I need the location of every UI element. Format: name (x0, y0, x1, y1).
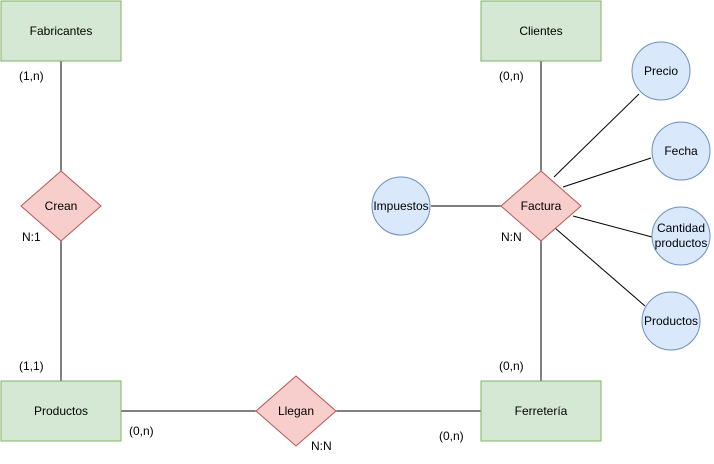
relationship-crean[interactable]: Crean (20, 170, 102, 242)
relationship-crean-label: Crean (45, 199, 78, 213)
cardinality-crean: N:1 (22, 230, 41, 244)
entity-clientes[interactable]: Clientes (480, 0, 602, 62)
attribute-cantidad-productos[interactable]: Cantidad productos (651, 206, 711, 266)
line-factura-productos-attr (554, 227, 646, 307)
cardinality-fabricantes: (1,n) (19, 69, 44, 83)
cardinality-factura: N:N (501, 230, 522, 244)
entity-productos-label: Productos (34, 404, 88, 418)
line-factura-precio (553, 93, 640, 178)
cardinality-productos-right: (0,n) (129, 424, 154, 438)
relationship-llegan-label: Llegan (278, 404, 314, 418)
attribute-precio-label: Precio (644, 64, 678, 78)
attribute-impuestos[interactable]: Impuestos (371, 176, 431, 236)
attribute-fecha-label: Fecha (664, 144, 698, 158)
entity-productos[interactable]: Productos (0, 380, 122, 442)
relationship-factura[interactable]: Factura (500, 170, 582, 242)
cardinality-productos-top: (1,1) (19, 359, 44, 373)
entity-fabricantes-label: Fabricantes (30, 24, 93, 38)
relationship-llegan[interactable]: Llegan (255, 375, 337, 447)
cardinality-clientes: (0,n) (499, 69, 524, 83)
entity-ferreteria[interactable]: Ferretería (480, 380, 602, 442)
attribute-fecha[interactable]: Fecha (651, 121, 711, 181)
attribute-impuestos-label: Impuestos (373, 199, 428, 213)
entity-clientes-label: Clientes (519, 24, 562, 38)
attribute-productos-label: Productos (644, 314, 698, 328)
attribute-cantidad-label-line2: productos (655, 236, 708, 250)
attribute-productos[interactable]: Productos (641, 291, 701, 351)
cardinality-llegan: N:N (311, 439, 332, 453)
attribute-precio[interactable]: Precio (631, 41, 691, 101)
cardinality-ferreteria-top: (0,n) (499, 359, 524, 373)
entity-fabricantes[interactable]: Fabricantes (0, 0, 122, 62)
cardinality-ferreteria-left: (0,n) (439, 429, 464, 443)
entity-ferreteria-label: Ferretería (515, 404, 568, 418)
relationship-factura-label: Factura (521, 199, 562, 213)
line-factura-fecha (562, 157, 652, 188)
line-factura-cantidad (572, 215, 653, 238)
attribute-cantidad-label-line1: Cantidad (657, 221, 705, 235)
